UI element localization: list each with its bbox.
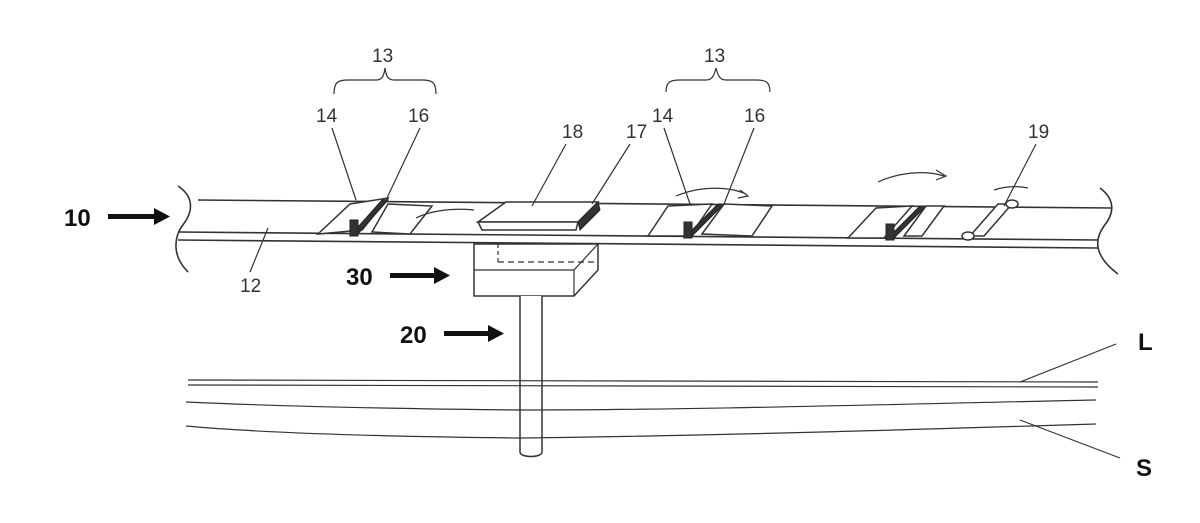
arrow-10-head [154, 208, 170, 225]
element-19-base-right [1005, 199, 1019, 209]
element-19-base-left [961, 231, 975, 241]
leader-14-left [331, 127, 357, 201]
beam-top-edge [197, 199, 1113, 209]
hinge-post-left [349, 219, 359, 237]
label-12: 12 [240, 276, 261, 297]
leader-16-right [723, 127, 755, 205]
post-20 [519, 296, 543, 458]
leader-19 [1003, 143, 1037, 207]
label-17: 17 [626, 122, 647, 143]
label-14-right: 14 [652, 106, 674, 127]
hinge-post-right [683, 221, 693, 239]
block-18-front [476, 221, 579, 231]
label-18: 18 [562, 122, 583, 143]
surface-S [185, 399, 1097, 439]
flap-3-panel [846, 205, 914, 239]
leader-14-right [663, 127, 691, 205]
element-19-bar [968, 203, 1014, 237]
swing-arc-left [415, 208, 475, 219]
label-19: 19 [1028, 122, 1049, 143]
arrow-10 [108, 208, 170, 225]
beam-right-break [1096, 187, 1119, 275]
leader-S [1019, 419, 1121, 459]
hinge-post-3 [885, 223, 895, 241]
element-19-arc [993, 186, 1029, 191]
connector-box-30 [473, 243, 599, 297]
arrow-20-head [488, 325, 504, 342]
flap-14-left [315, 196, 390, 235]
arrow-30 [390, 267, 450, 284]
swing-arrowhead-3 [935, 169, 948, 181]
beam-bottom-edge [177, 239, 1099, 249]
block-18 [475, 201, 601, 231]
label-16-left: 16 [408, 106, 429, 127]
label-13-right: 13 [704, 46, 725, 67]
label-13-left: 13 [372, 46, 393, 67]
unit-13-left [315, 196, 475, 237]
brace-13-right [665, 67, 771, 93]
leader-L [1019, 343, 1117, 383]
arrow-30-shaft [390, 273, 436, 278]
arrow-20 [444, 325, 504, 342]
leader-16-left [385, 127, 421, 201]
arrow-20-shaft [444, 331, 490, 336]
unit-13-right [646, 187, 774, 239]
line-L-lower [187, 384, 1099, 388]
brace-13-left [333, 67, 437, 95]
post-20-shaft [519, 296, 543, 458]
box-30-edge-2 [474, 243, 599, 271]
beam-left-break [175, 185, 192, 273]
flap-16-left [370, 203, 434, 235]
flap-14-right [646, 203, 714, 237]
swing-arc-right [675, 187, 747, 197]
surface-S-upper [185, 399, 1097, 411]
line-L [187, 379, 1099, 388]
leader-12 [249, 227, 269, 273]
flap-assembly-3 [846, 169, 948, 241]
plate-17 [577, 201, 601, 231]
beam-front-edge [177, 231, 1099, 241]
swing-arrowhead-right [737, 189, 750, 199]
label-20: 20 [400, 322, 427, 349]
label-10: 10 [64, 205, 91, 232]
surface-S-lower [185, 423, 1097, 439]
label-16-right: 16 [744, 106, 765, 127]
leader-18 [531, 143, 567, 207]
arrow-10-shaft [108, 214, 156, 219]
leader-17 [591, 143, 631, 205]
flap-16-right [700, 203, 774, 237]
line-L-upper [187, 379, 1099, 383]
label-14-left: 14 [316, 106, 338, 127]
flap-3-rear [902, 205, 946, 237]
arrow-30-head [434, 267, 450, 284]
label-30: 30 [346, 264, 373, 291]
block-18-top [475, 201, 600, 223]
swing-arc-3 [877, 172, 945, 183]
label-L: L [1138, 329, 1153, 356]
element-19 [961, 186, 1029, 241]
label-S: S [1136, 455, 1152, 482]
